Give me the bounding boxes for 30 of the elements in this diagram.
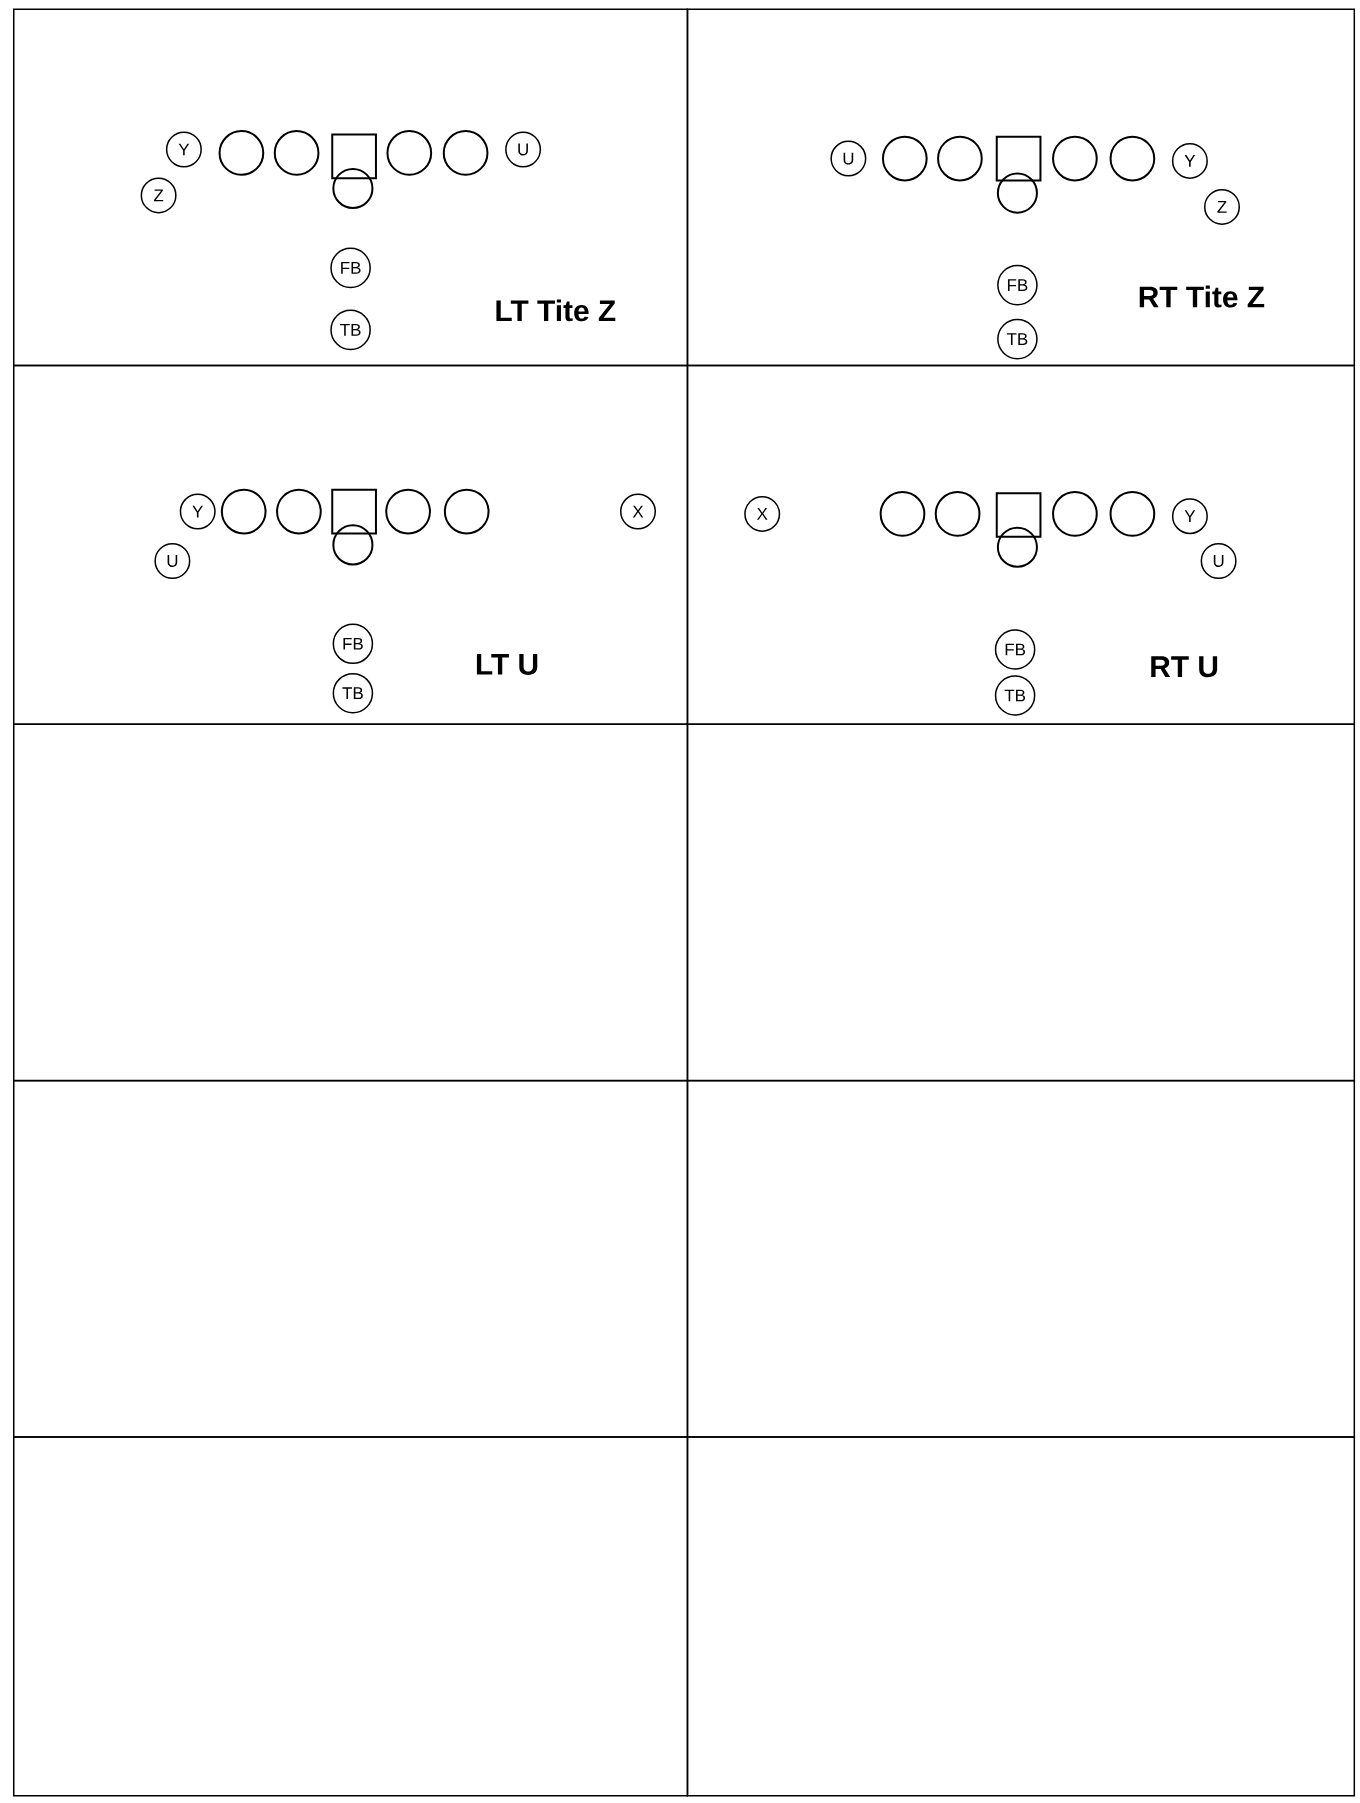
- lineman-circle: [879, 491, 926, 537]
- center-square: [331, 488, 377, 535]
- formation-cell: [686, 1436, 1356, 1797]
- center-square: [995, 135, 1042, 182]
- lineman-circle: [332, 524, 374, 566]
- formation-cell: [686, 1079, 1356, 1438]
- lineman-circle: [386, 130, 433, 176]
- lineman-circle: [332, 167, 374, 210]
- formation-cell: [13, 1436, 689, 1797]
- lineman-circle: [385, 488, 431, 535]
- center-square: [331, 133, 377, 180]
- lineman-circle: [443, 488, 490, 535]
- lineman-circle: [220, 488, 267, 535]
- center-square: [995, 492, 1042, 538]
- formation-cell: [686, 723, 1356, 1082]
- lineman-circle: [276, 488, 322, 535]
- lineman-circle: [218, 130, 265, 176]
- lineman-circle: [996, 526, 1038, 568]
- lineman-circle: [996, 172, 1038, 214]
- lineman-circle: [273, 130, 320, 176]
- formation-cell: [13, 1079, 689, 1438]
- lineman-circle: [1052, 135, 1098, 182]
- lineman-circle: [937, 135, 983, 182]
- lineman-circle: [1052, 491, 1098, 537]
- lineman-circle: [1109, 491, 1156, 537]
- lineman-circle: [442, 130, 489, 176]
- lineman-circle: [1109, 135, 1156, 182]
- lineman-circle: [881, 135, 928, 182]
- lineman-circle: [934, 491, 981, 537]
- formation-cell: [13, 723, 689, 1082]
